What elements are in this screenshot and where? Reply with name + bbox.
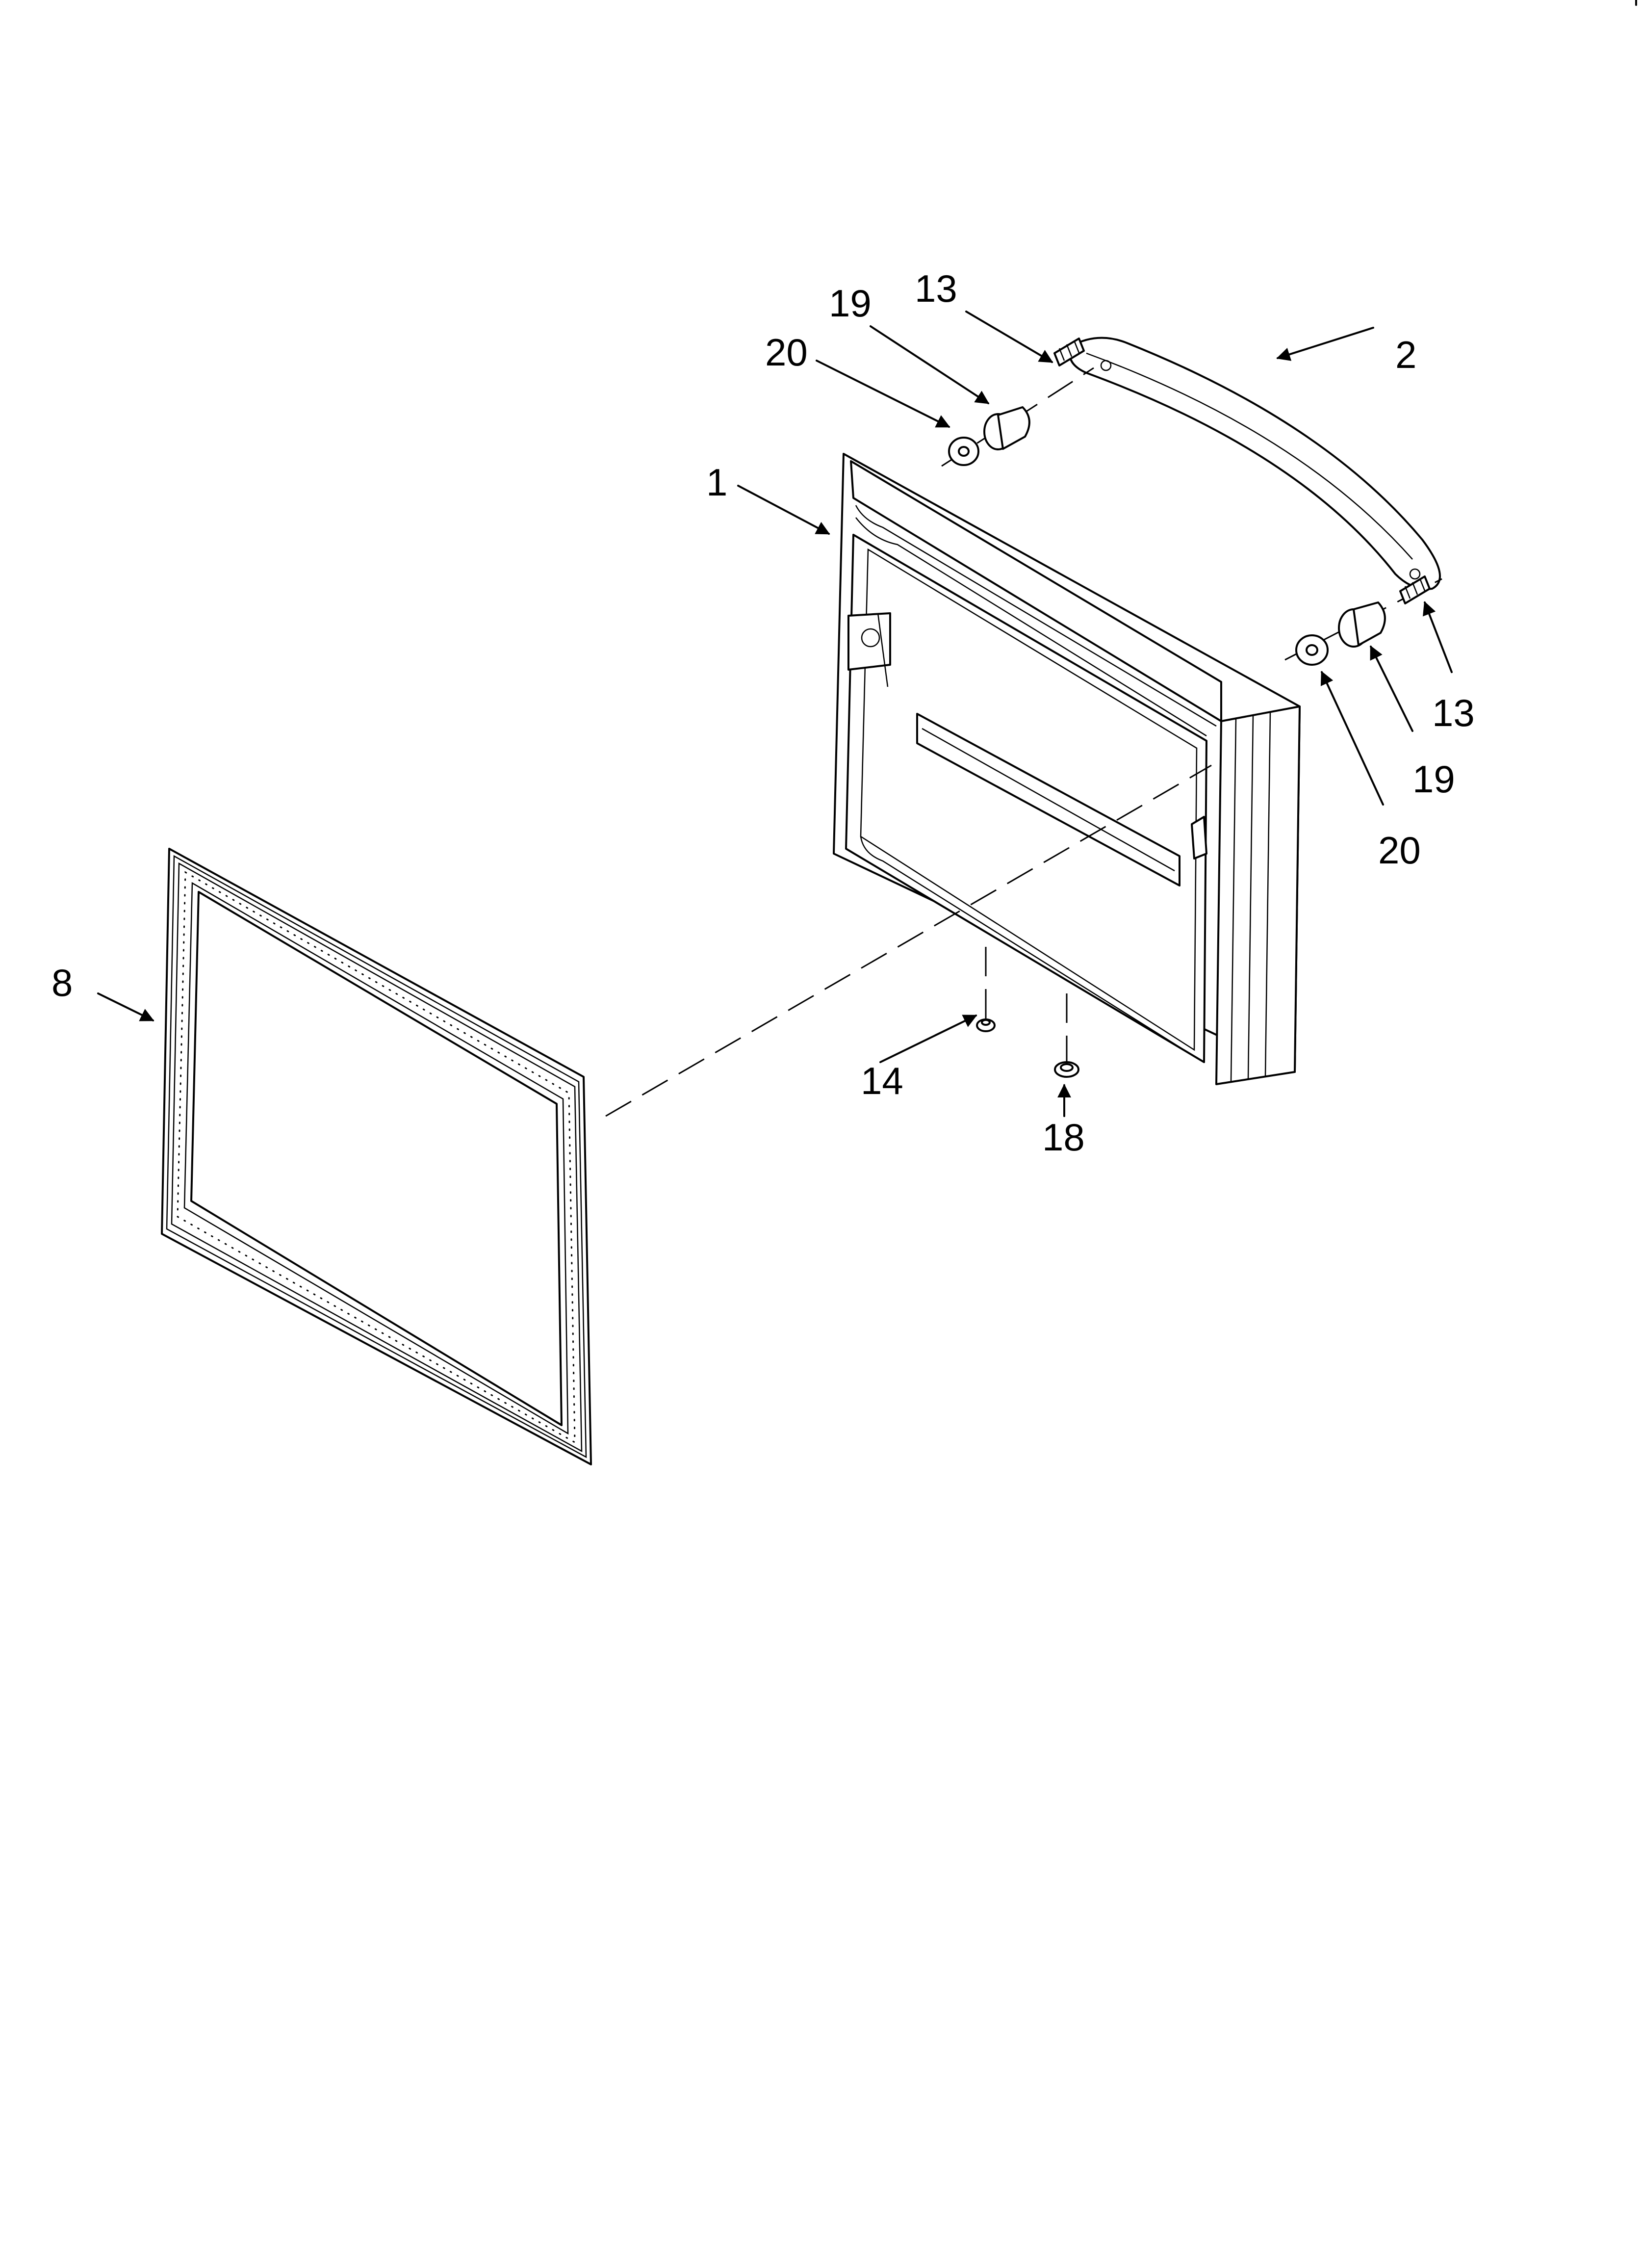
alignment-line — [605, 764, 1212, 1117]
leader-1 — [737, 485, 830, 535]
callout-2: 2 — [1395, 333, 1416, 376]
callout-13-lower: 13 — [1432, 691, 1475, 734]
screw-lower — [1399, 575, 1431, 604]
hinge-bracket-icon — [847, 612, 891, 687]
callout-1: 1 — [706, 461, 727, 504]
washer-lower — [1295, 634, 1329, 666]
freezer-door — [833, 453, 1301, 1085]
spacer-upper — [983, 406, 1030, 450]
door-gasket — [161, 848, 592, 1465]
callout-20-lower: 20 — [1378, 829, 1421, 872]
leader-19a — [870, 325, 990, 404]
screw-upper — [1053, 338, 1085, 366]
leader-2 — [1276, 327, 1374, 361]
callout-8: 8 — [51, 961, 73, 1004]
callout-19-lower: 19 — [1412, 757, 1455, 801]
leader-13b — [1423, 601, 1453, 673]
bottom-plug — [1054, 1061, 1079, 1078]
callout-14: 14 — [861, 1059, 903, 1102]
callout-19-upper: 19 — [829, 282, 872, 325]
door-handle — [1069, 337, 1441, 590]
leader-14 — [879, 1015, 977, 1063]
leader-20b — [1320, 671, 1384, 806]
leader-13a — [965, 311, 1053, 363]
callout-13-upper: 13 — [915, 267, 957, 310]
washer-upper — [948, 437, 979, 466]
bottom-screw — [976, 1018, 996, 1032]
leader-8 — [97, 992, 154, 1021]
leader-19b — [1370, 645, 1413, 732]
callout-20-upper: 20 — [765, 331, 808, 374]
leader-20a — [816, 360, 950, 428]
callout-18: 18 — [1042, 1116, 1085, 1159]
spacer-lower — [1338, 601, 1386, 648]
